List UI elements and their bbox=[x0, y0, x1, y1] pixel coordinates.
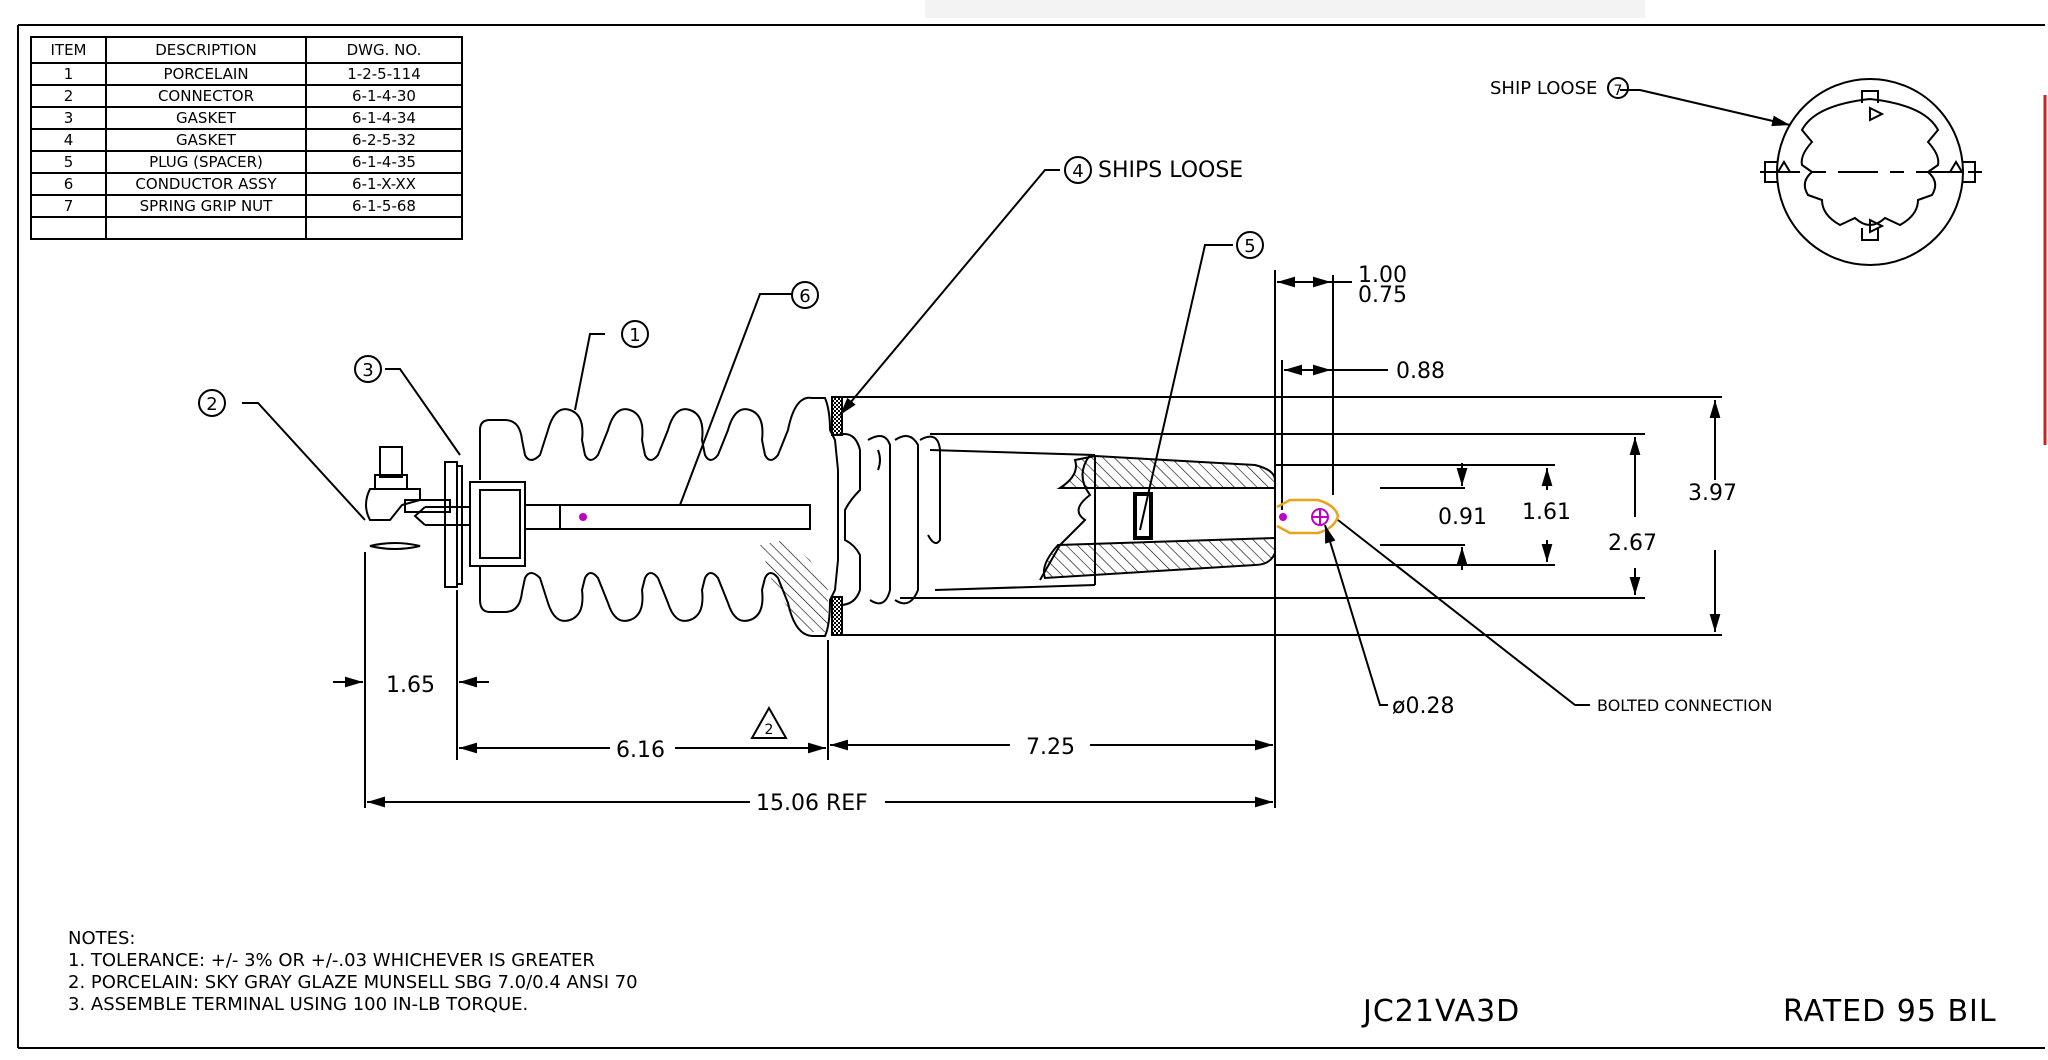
bom-dwg-no: 1-2-5-114 bbox=[305, 62, 463, 86]
table-row: 4 GASKET 6-2-5-32 bbox=[30, 128, 463, 152]
bom-dwg-no: 6-1-4-35 bbox=[305, 150, 463, 174]
table-row: 3 GASKET 6-1-4-34 bbox=[30, 106, 463, 130]
revision-number: 2 bbox=[765, 722, 774, 738]
table-row: 5 PLUG (SPACER) 6-1-4-35 bbox=[30, 150, 463, 174]
balloon-3: 3 bbox=[362, 360, 373, 381]
bom-description: GASKET bbox=[105, 128, 307, 152]
bolted-connection-label: BOLTED CONNECTION bbox=[1597, 696, 1772, 715]
bom-dwg-no: 6-1-5-68 bbox=[305, 194, 463, 218]
porcelain-body bbox=[479, 396, 839, 515]
bolted-connection-highlight bbox=[1276, 498, 1340, 535]
part-number: JC21VA3D bbox=[1363, 994, 1521, 1029]
gasket-4-bottom bbox=[831, 596, 843, 636]
bill-of-materials-table: ITEM DESCRIPTION DWG. NO. 1 PORCELAIN 1-… bbox=[30, 36, 463, 240]
table-row: 7 SPRING GRIP NUT 6-1-5-68 bbox=[30, 194, 463, 218]
dim-0-75: 0.75 bbox=[1358, 283, 1407, 308]
bom-item: 6 bbox=[30, 172, 107, 196]
bom-description: PLUG (SPACER) bbox=[105, 150, 307, 174]
dim-6-16: 6.16 bbox=[616, 738, 665, 763]
dim-1-61: 1.61 bbox=[1522, 500, 1571, 525]
bom-header-item: ITEM bbox=[30, 36, 107, 64]
bom-dwg-no: 6-2-5-32 bbox=[305, 128, 463, 152]
hub-nut bbox=[413, 481, 811, 567]
balloon-4: 4 bbox=[1072, 161, 1083, 182]
table-row: 2 CONNECTOR 6-1-4-30 bbox=[30, 84, 463, 108]
gasket-4-top bbox=[831, 396, 843, 436]
ship-loose-label: SHIP LOOSE bbox=[1490, 78, 1597, 99]
balloon-5: 5 bbox=[1244, 236, 1255, 257]
bom-item: 5 bbox=[30, 150, 107, 174]
bom-description: GASKET bbox=[105, 106, 307, 130]
hatched-insert-bottom bbox=[1042, 536, 1276, 580]
bom-dwg-no bbox=[305, 216, 463, 240]
bom-dwg-no: 6-1-X-XX bbox=[305, 172, 463, 196]
balloons bbox=[198, 77, 1629, 417]
bom-description bbox=[105, 216, 307, 240]
bom-description: CONDUCTOR ASSY bbox=[105, 172, 307, 196]
balloon-6: 6 bbox=[799, 286, 810, 307]
bom-dwg-no: 6-1-4-30 bbox=[305, 84, 463, 108]
balloon-1: 1 bbox=[629, 325, 640, 346]
bom-header-description: DESCRIPTION bbox=[105, 36, 307, 64]
dim-15-06-ref: 15.06 REF bbox=[756, 791, 868, 816]
notes-block: NOTES: 1. TOLERANCE: +/- 3% OR +/-.03 WH… bbox=[68, 928, 638, 1016]
balloon-7: 7 bbox=[1614, 83, 1623, 99]
bom-description: CONNECTOR bbox=[105, 84, 307, 108]
center-point-marker bbox=[579, 513, 587, 521]
bom-description: PORCELAIN bbox=[105, 62, 307, 86]
bom-item: 2 bbox=[30, 84, 107, 108]
bom-item: 1 bbox=[30, 62, 107, 86]
dim-diameter: ø0.28 bbox=[1392, 694, 1454, 719]
terminal-connector bbox=[364, 446, 451, 560]
hatched-insert-top bbox=[1056, 454, 1276, 489]
bom-item bbox=[30, 216, 107, 240]
bom-item: 3 bbox=[30, 106, 107, 130]
bom-header-row: ITEM DESCRIPTION DWG. NO. bbox=[30, 36, 463, 64]
dim-3-97: 3.97 bbox=[1688, 481, 1737, 506]
table-row: 6 CONDUCTOR ASSY 6-1-X-XX bbox=[30, 172, 463, 196]
ships-loose-label: SHIPS LOOSE bbox=[1098, 158, 1243, 183]
balloon-2: 2 bbox=[206, 394, 217, 415]
dim-0-88: 0.88 bbox=[1396, 359, 1445, 384]
top-bar-strip bbox=[925, 0, 1645, 18]
table-row bbox=[30, 216, 463, 240]
plug-spacer-5 bbox=[1133, 492, 1153, 540]
center-point-marker bbox=[1279, 513, 1287, 521]
note-item: 2. PORCELAIN: SKY GRAY GLAZE MUNSELL SBG… bbox=[68, 972, 638, 993]
dim-0-91: 0.91 bbox=[1438, 505, 1487, 530]
dim-7-25: 7.25 bbox=[1026, 735, 1075, 760]
rating-label: RATED 95 BIL bbox=[1783, 994, 1997, 1029]
bom-header-dwg-no: DWG. NO. bbox=[305, 36, 463, 64]
revision-triangle bbox=[750, 705, 788, 739]
sheet-border bbox=[17, 24, 2047, 1049]
note-item: 1. TOLERANCE: +/- 3% OR +/-.03 WHICHEVER… bbox=[68, 950, 595, 971]
note-item: 3. ASSEMBLE TERMINAL USING 100 IN-LB TOR… bbox=[68, 994, 529, 1015]
notes-heading: NOTES: bbox=[68, 928, 136, 949]
bom-item: 4 bbox=[30, 128, 107, 152]
bom-description: SPRING GRIP NUT bbox=[105, 194, 307, 218]
dim-1-65: 1.65 bbox=[386, 673, 435, 698]
bom-dwg-no: 6-1-4-34 bbox=[305, 106, 463, 130]
spring-grip-nut bbox=[1760, 78, 1985, 266]
dim-1-00: 1.00 bbox=[1358, 263, 1407, 288]
table-row: 1 PORCELAIN 1-2-5-114 bbox=[30, 62, 463, 86]
dim-2-67: 2.67 bbox=[1608, 531, 1657, 556]
bom-item: 7 bbox=[30, 194, 107, 218]
